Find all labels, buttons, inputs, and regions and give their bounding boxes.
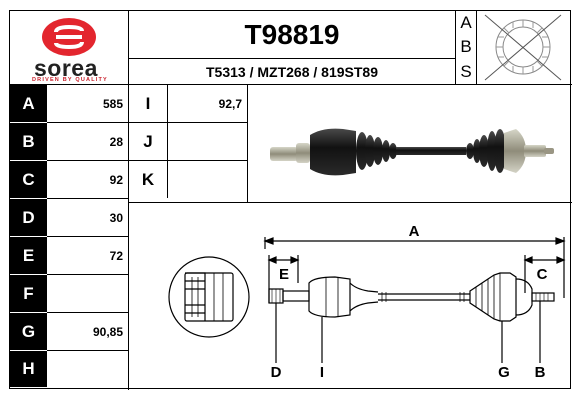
diagram-label-d: D <box>271 364 282 381</box>
spec-value-d: 30 <box>109 211 123 225</box>
logo-area: sorea DRIVEN BY QUALITY <box>10 11 128 84</box>
diagram-label-b: B <box>535 364 546 381</box>
spec-value-k <box>168 161 247 199</box>
spec-value-f <box>48 275 128 313</box>
diagram-label-i: I <box>320 364 324 381</box>
brand-name: sorea <box>34 55 98 81</box>
spec-label-c: C <box>10 161 47 198</box>
dimension-diagram: A E C D I G B <box>168 223 566 381</box>
spec-value-g: 90,85 <box>92 325 123 339</box>
spec-value-h <box>48 351 128 388</box>
spec-label-j: J <box>143 132 153 151</box>
spec-sheet: sorea DRIVEN BY QUALITY T98819 T5313 / M… <box>9 10 572 390</box>
brand-tagline: DRIVEN BY QUALITY <box>32 77 108 83</box>
diagram-label-c: C <box>537 266 548 283</box>
diagram-label-e: E <box>279 266 289 283</box>
sorea-logo-icon <box>42 18 96 56</box>
spec-label-b: B <box>10 123 47 160</box>
spec-label-k: K <box>141 170 155 189</box>
abs-ring-crossed-icon <box>484 14 562 81</box>
spec-label-f: F <box>10 275 47 312</box>
spec-label-h: H <box>10 351 47 387</box>
spec-label-g: G <box>10 313 47 350</box>
cross-references: T5313 / MZT268 / 819ST89 <box>206 63 378 80</box>
spec-label-a: A <box>10 85 47 122</box>
abs-letter-b: B <box>460 37 472 56</box>
drive-shaft-photo <box>270 128 554 176</box>
spec-value-c: 92 <box>109 173 123 187</box>
abs-letter-a: A <box>460 13 472 32</box>
spec-label-e: E <box>10 237 47 274</box>
diagram-label-a: A <box>409 223 420 240</box>
spec-value-j <box>168 123 247 161</box>
spec-value-a: 585 <box>102 97 123 111</box>
diagram-label-g: G <box>498 364 510 381</box>
spec-label-i: I <box>145 94 151 113</box>
spec-value-i: 92,7 <box>218 97 242 111</box>
abs-letter-s: S <box>460 61 472 81</box>
part-number: T98819 <box>244 18 340 50</box>
spec-value-b: 28 <box>109 135 123 149</box>
spec-label-d: D <box>10 199 47 236</box>
spec-value-e: 72 <box>109 249 123 263</box>
